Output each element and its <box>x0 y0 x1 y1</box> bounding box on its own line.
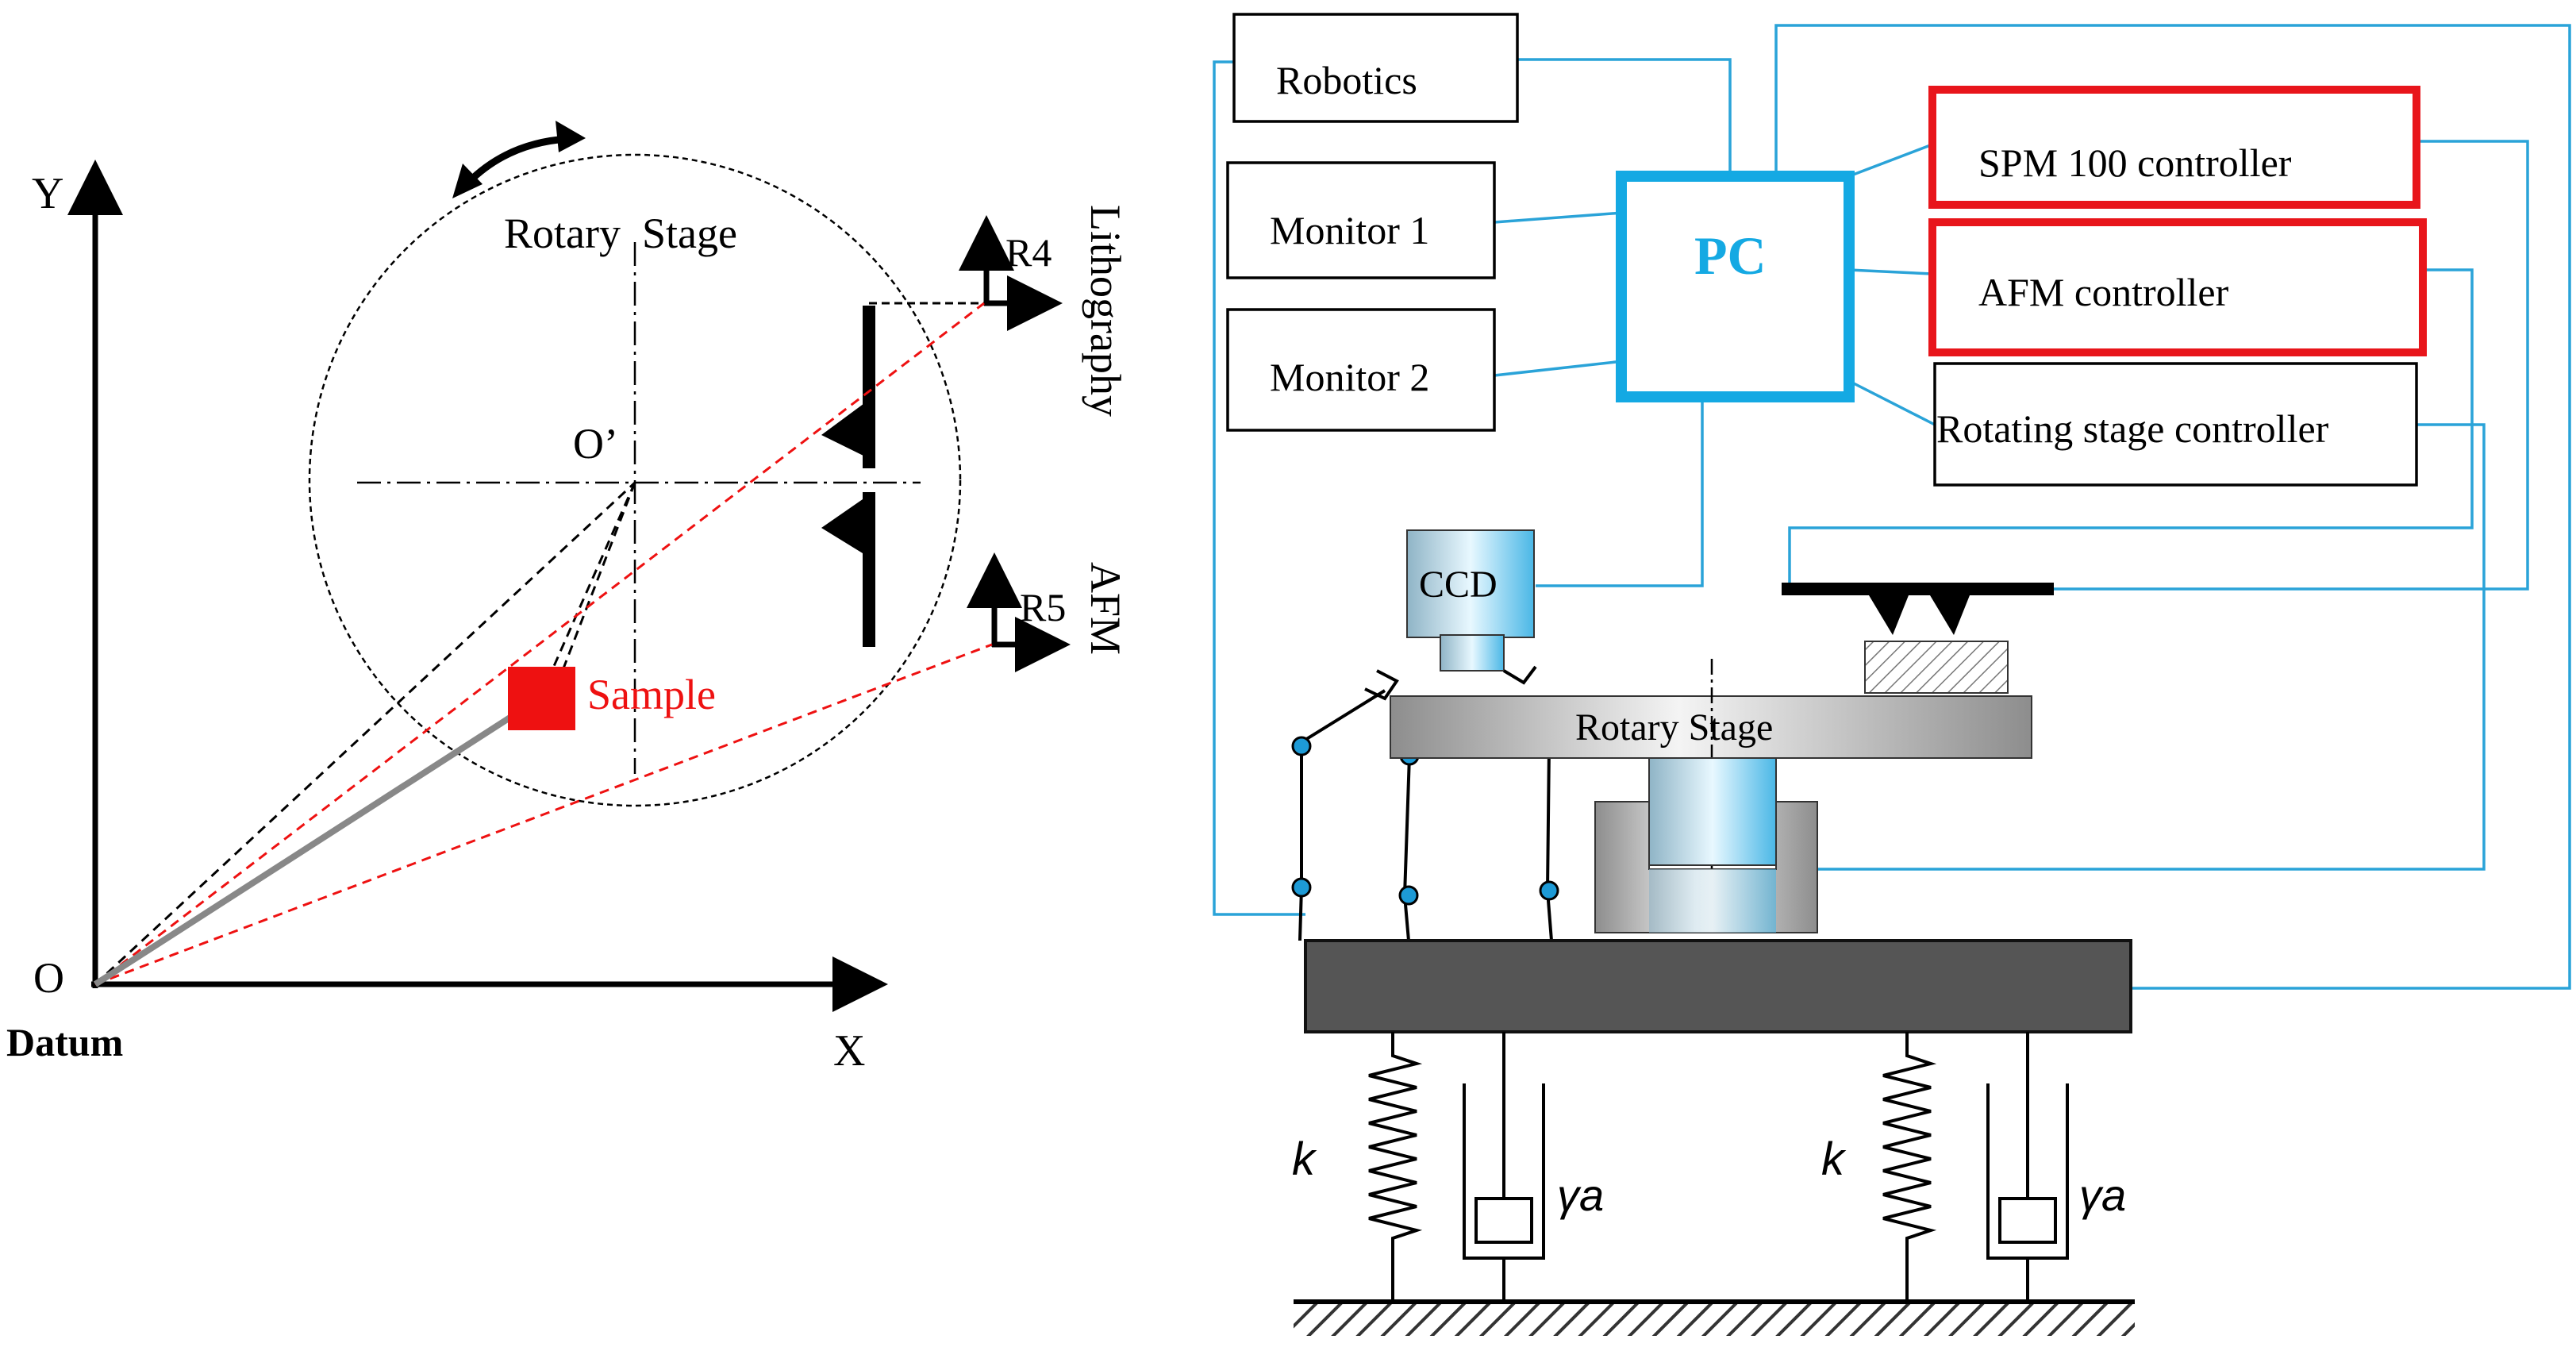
monitor2-box <box>1226 308 1496 432</box>
wire-pc-rot <box>1848 379 1936 426</box>
afm-sample-block <box>1864 641 2009 694</box>
center-to-sample-line-b <box>538 482 636 699</box>
ccd-camera-lens <box>1440 634 1505 672</box>
wire-pc-base <box>1774 24 2571 990</box>
damper-2-piston <box>1998 1197 2057 1244</box>
r5-label: R5 <box>1020 585 1066 629</box>
wire-afm-tool <box>1788 268 2474 589</box>
robot-joint-4 <box>1291 877 1312 898</box>
hardware-panel: Robotics Monitor 1 Monitor 2 PC SPM 100 … <box>1213 13 2571 1336</box>
rotating-stage-controller-label: Rotating stage controller <box>1936 406 2329 451</box>
isolation-table <box>1304 939 2132 1033</box>
datum-label: Datum <box>6 1020 123 1064</box>
datum-to-sample-line <box>93 695 542 987</box>
origin-label: O <box>33 954 64 1002</box>
sample-square <box>508 667 575 730</box>
robot-joint-5 <box>1398 885 1419 906</box>
wire-robotics-pc <box>1517 58 1732 176</box>
pc-label: PC <box>1694 225 1767 286</box>
r4-label: R4 <box>1005 230 1052 275</box>
rotating-stage-controller-box <box>1933 362 2418 487</box>
tool-tip-upper <box>821 397 873 460</box>
vibration-isolators <box>1368 1032 2069 1302</box>
wire-robotics-base <box>1213 60 1305 916</box>
afm-tip-1 <box>1869 595 1909 635</box>
datum-to-r5-line <box>94 643 993 986</box>
robotics-box <box>1232 13 1519 123</box>
wire-pc-spm <box>1848 143 1933 178</box>
spring-label-1: k <box>1292 1133 1317 1185</box>
spring-label-2: k <box>1821 1133 1847 1185</box>
spindle <box>1648 757 1777 866</box>
afm-controller-label: AFM controller <box>1978 270 2229 314</box>
rotation-arrow <box>465 135 568 186</box>
monitor1-box <box>1226 161 1496 279</box>
afm-controller-box <box>1928 218 2427 356</box>
afm-tip-2 <box>1930 595 1970 635</box>
rotation-arrowhead-left <box>452 164 483 198</box>
spm-controller-label: SPM 100 controller <box>1978 140 2292 185</box>
ccd-camera-body <box>1406 529 1535 638</box>
sample-label: Sample <box>587 671 716 718</box>
monitor2-label: Monitor 2 <box>1270 355 1429 399</box>
spring-1 <box>1368 1032 1423 1302</box>
wire-monitor2-pc <box>1494 360 1624 377</box>
afm-side-label: AFM <box>1082 562 1129 655</box>
damper-label-2: γa <box>2079 1170 2126 1220</box>
wire-spm-tool <box>1996 140 2529 591</box>
spm-controller-box <box>1928 86 2420 209</box>
wire-pc-ccd <box>1536 397 1704 587</box>
damper-label-1: γa <box>1557 1170 1604 1220</box>
spring-2 <box>1882 1032 1937 1302</box>
x-axis-label: X <box>833 1026 865 1076</box>
rotary-stage-label: Rotary Stage <box>504 210 737 257</box>
robot-joint-6 <box>1539 880 1559 901</box>
wire-monitor1-pc <box>1494 211 1624 224</box>
lithography-label: Lithography <box>1082 205 1129 417</box>
robot-joint-1 <box>1291 736 1312 756</box>
y-axis-label: Y <box>32 169 63 218</box>
coordinate-panel: Y X O Datum Rotary Stage O’ R4 Lithograp… <box>6 121 1129 1076</box>
monitor1-label: Monitor 1 <box>1270 208 1429 252</box>
robotics-label: Robotics <box>1276 58 1417 102</box>
center-to-sample-line-a <box>558 482 636 679</box>
wiring <box>1213 24 2571 990</box>
datum-to-center-line <box>94 481 636 986</box>
center-label: O’ <box>573 420 618 468</box>
damper-1-piston <box>1474 1197 1533 1244</box>
pc-box <box>1616 171 1855 402</box>
rotary-stage-circle <box>308 153 962 807</box>
rotary-stage-label-right: Rotary Stage <box>1575 706 1773 749</box>
tool-tip-lower <box>821 492 873 560</box>
ccd-label: CCD <box>1419 564 1498 606</box>
wire-pc-afm <box>1848 268 1933 275</box>
spindle-housing-center <box>1649 869 1776 933</box>
ground-hatch <box>1294 1304 2135 1336</box>
wire-rot-stage <box>1817 423 2486 871</box>
rotation-arrowhead-right <box>556 121 586 152</box>
datum-to-r4-line <box>94 302 985 986</box>
